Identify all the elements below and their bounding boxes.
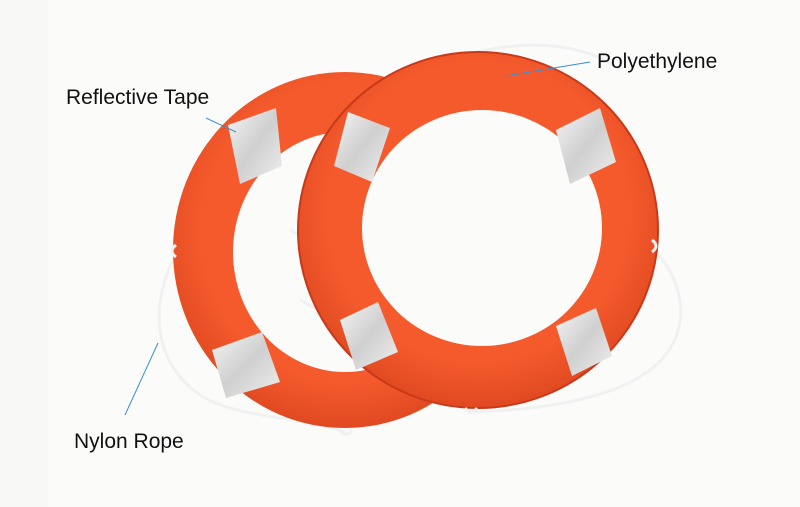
- leader-line-reflective-tape: [205, 117, 237, 133]
- reflective-tape-patch: [340, 302, 398, 370]
- leader-line-polyethylene: [505, 61, 591, 77]
- rope-eyelets: [170, 238, 658, 436]
- reflective-tape-patch: [556, 108, 616, 184]
- reflective-tape-patch: [334, 112, 390, 182]
- leader-line-nylon-rope: [124, 342, 159, 416]
- lifebuoy-ring-front: [297, 43, 683, 414]
- label-nylon-rope: Nylon Rope: [74, 430, 184, 453]
- reflective-tape-patch: [228, 108, 282, 184]
- label-polyethylene: Polyethylene: [597, 50, 718, 73]
- reflective-tape-patch: [212, 332, 280, 398]
- label-reflective-tape: Reflective Tape: [66, 86, 210, 109]
- reflective-tape-patch: [556, 308, 612, 376]
- nylon-rope-front: [464, 43, 683, 414]
